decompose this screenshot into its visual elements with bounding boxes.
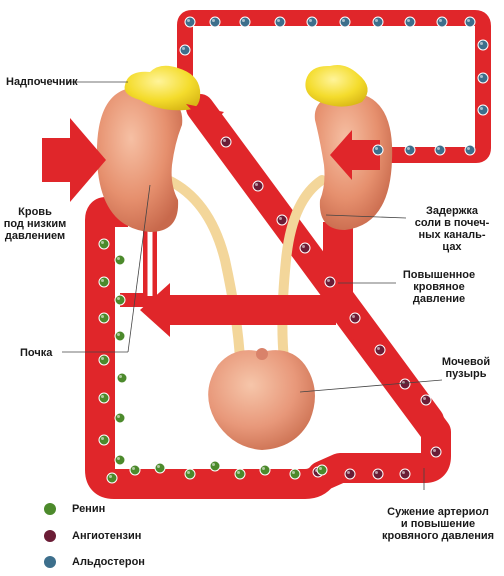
renin-molecule (209, 460, 221, 472)
renin-molecule (184, 468, 196, 480)
renin-molecule (98, 238, 110, 250)
legend-aldosterone-label: Альдостерон (72, 556, 145, 568)
label-adrenal: Надпочечник (6, 76, 78, 88)
angiotensin-molecule (372, 468, 384, 480)
angiotensin-molecule (324, 276, 336, 288)
callout-lines (62, 81, 443, 490)
renin-molecule (316, 464, 328, 476)
aldosterone-molecule (404, 16, 416, 28)
ureters (163, 175, 327, 365)
diagonal-vessel (186, 94, 444, 434)
blood-vessels (85, 10, 491, 499)
label-blood-low: Кровь под низким давлением (3, 206, 67, 242)
aldosterone-molecule (477, 39, 489, 51)
renin-molecule (114, 294, 126, 306)
aldosterone-molecule (436, 16, 448, 28)
aldosterone-molecule (464, 144, 476, 156)
angiotensin-molecule (299, 242, 311, 254)
aldosterone-molecule (464, 16, 476, 28)
label-arteriole-constriction: Сужение артериол и повышение кровяного д… (381, 506, 495, 542)
angiotensin-molecule (420, 394, 432, 406)
aldosterone-molecule (209, 16, 221, 28)
renin-molecule (114, 254, 126, 266)
adrenal-left (124, 65, 201, 111)
renin-molecule (154, 462, 166, 474)
renin-molecule (114, 330, 126, 342)
aldosterone-molecule (372, 144, 384, 156)
aldosterone-molecule (274, 16, 286, 28)
aldosterone-molecule (179, 44, 191, 56)
aldosterone-molecule (477, 72, 489, 84)
legend-aldosterone-marker (44, 556, 56, 568)
renin-molecule (98, 434, 110, 446)
angiotensin-molecule (349, 312, 361, 324)
angiotensin-molecule (252, 180, 264, 192)
angiotensin-molecule (220, 136, 232, 148)
renin-molecule (98, 276, 110, 288)
angiotensin-molecule (344, 468, 356, 480)
arrow-right-in (330, 130, 380, 180)
arrow-blood-in (42, 118, 106, 202)
arrow-diagonal-head (186, 104, 224, 128)
legend-renin-marker (44, 503, 56, 515)
ureter-right (277, 175, 327, 365)
label-bladder: Мочевой пузырь (441, 356, 491, 380)
renin-molecule (259, 464, 271, 476)
legend-markers (44, 503, 56, 568)
label-salt-retention: Задержка соли в почеч- ных каналь- цах (414, 205, 490, 253)
angiotensin-molecule (399, 468, 411, 480)
renin-molecule (234, 468, 246, 480)
legend-angiotensin-label: Ангиотензин (72, 530, 142, 542)
aldosterone-molecule (339, 16, 351, 28)
adrenal-right (305, 65, 368, 107)
angiotensin-molecule (399, 378, 411, 390)
aldosterone-molecule (434, 144, 446, 156)
bladder (208, 350, 315, 450)
label-high-pressure: Повышенное кровяное давление (402, 269, 476, 305)
renin-molecule (98, 354, 110, 366)
angiotensin-molecule (374, 344, 386, 356)
aldosterone-molecule (239, 16, 251, 28)
legend-angiotensin-marker (44, 530, 56, 542)
ureter-left (163, 175, 245, 365)
bladder-neck (256, 348, 268, 360)
angiotensin-molecule (430, 446, 442, 458)
molecules (98, 16, 489, 484)
legend-renin-label: Ренин (72, 503, 106, 515)
aldosterone-molecule (477, 104, 489, 116)
renin-molecule (106, 472, 118, 484)
renin-molecule (114, 412, 126, 424)
renin-molecule (98, 392, 110, 404)
left-frame-vessel (85, 197, 451, 499)
renin-molecule (289, 468, 301, 480)
aldosterone-molecule (306, 16, 318, 28)
label-kidney: Почка (20, 347, 53, 359)
renin-molecule (116, 372, 128, 384)
renin-molecule (114, 454, 126, 466)
kidney-left (96, 88, 183, 232)
renin-molecule (98, 312, 110, 324)
aldosterone-molecule (404, 144, 416, 156)
arrow-pressure-left (140, 283, 336, 337)
angiotensin-molecule (276, 214, 288, 226)
renin-molecule (129, 464, 141, 476)
aldosterone-molecule (184, 16, 196, 28)
aldosterone-molecule (372, 16, 384, 28)
